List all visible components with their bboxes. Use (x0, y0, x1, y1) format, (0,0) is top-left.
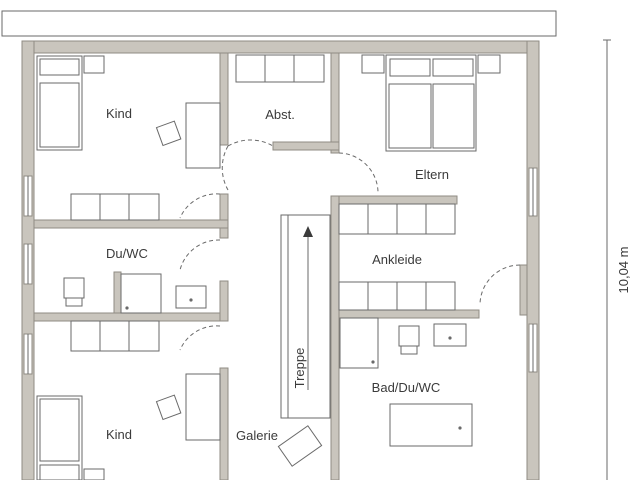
eltern-furniture (361, 54, 501, 152)
top-bar (1, 10, 557, 37)
room-label-eltern: Eltern (415, 167, 449, 182)
wardrobe (70, 193, 160, 221)
chair (155, 394, 182, 421)
toilet (398, 325, 420, 347)
chair (155, 120, 182, 147)
kind-top-furniture (36, 55, 221, 221)
lounge-chair (277, 425, 323, 467)
washbasin (175, 285, 207, 309)
washbasin (433, 323, 467, 347)
door-swings (179, 139, 521, 351)
room-label-ankleide: Ankleide (372, 252, 422, 267)
nightstand (361, 54, 385, 74)
abst-furniture (235, 54, 325, 83)
duwc-furniture (63, 273, 207, 314)
desk (185, 102, 221, 169)
toilet (63, 277, 85, 299)
room-label-bad: Bad/Du/WC (372, 380, 441, 395)
kind-bottom-furniture (36, 320, 221, 480)
ankleide-furniture (338, 203, 456, 311)
shower (120, 273, 162, 314)
dimension-label: 10,04 m (616, 247, 631, 294)
pillow (39, 58, 80, 76)
dimension-line: 10,04 m (603, 39, 631, 480)
room-label-kind-top: Kind (106, 106, 132, 121)
room-label-abst: Abst. (265, 107, 295, 122)
nightstand (83, 55, 105, 74)
staircase (280, 214, 331, 419)
shower (339, 317, 379, 369)
room-label-du-wc: Du/WC (106, 246, 148, 261)
bathtub (389, 403, 473, 447)
desk (185, 373, 221, 441)
room-label-treppe: Treppe (292, 348, 307, 389)
room-label-kind-bottom: Kind (106, 427, 132, 442)
room-label-galerie: Galerie (236, 428, 278, 443)
nightstand (477, 54, 501, 74)
wardrobe (70, 320, 160, 352)
bad-furniture (339, 317, 473, 447)
windows (23, 167, 538, 375)
